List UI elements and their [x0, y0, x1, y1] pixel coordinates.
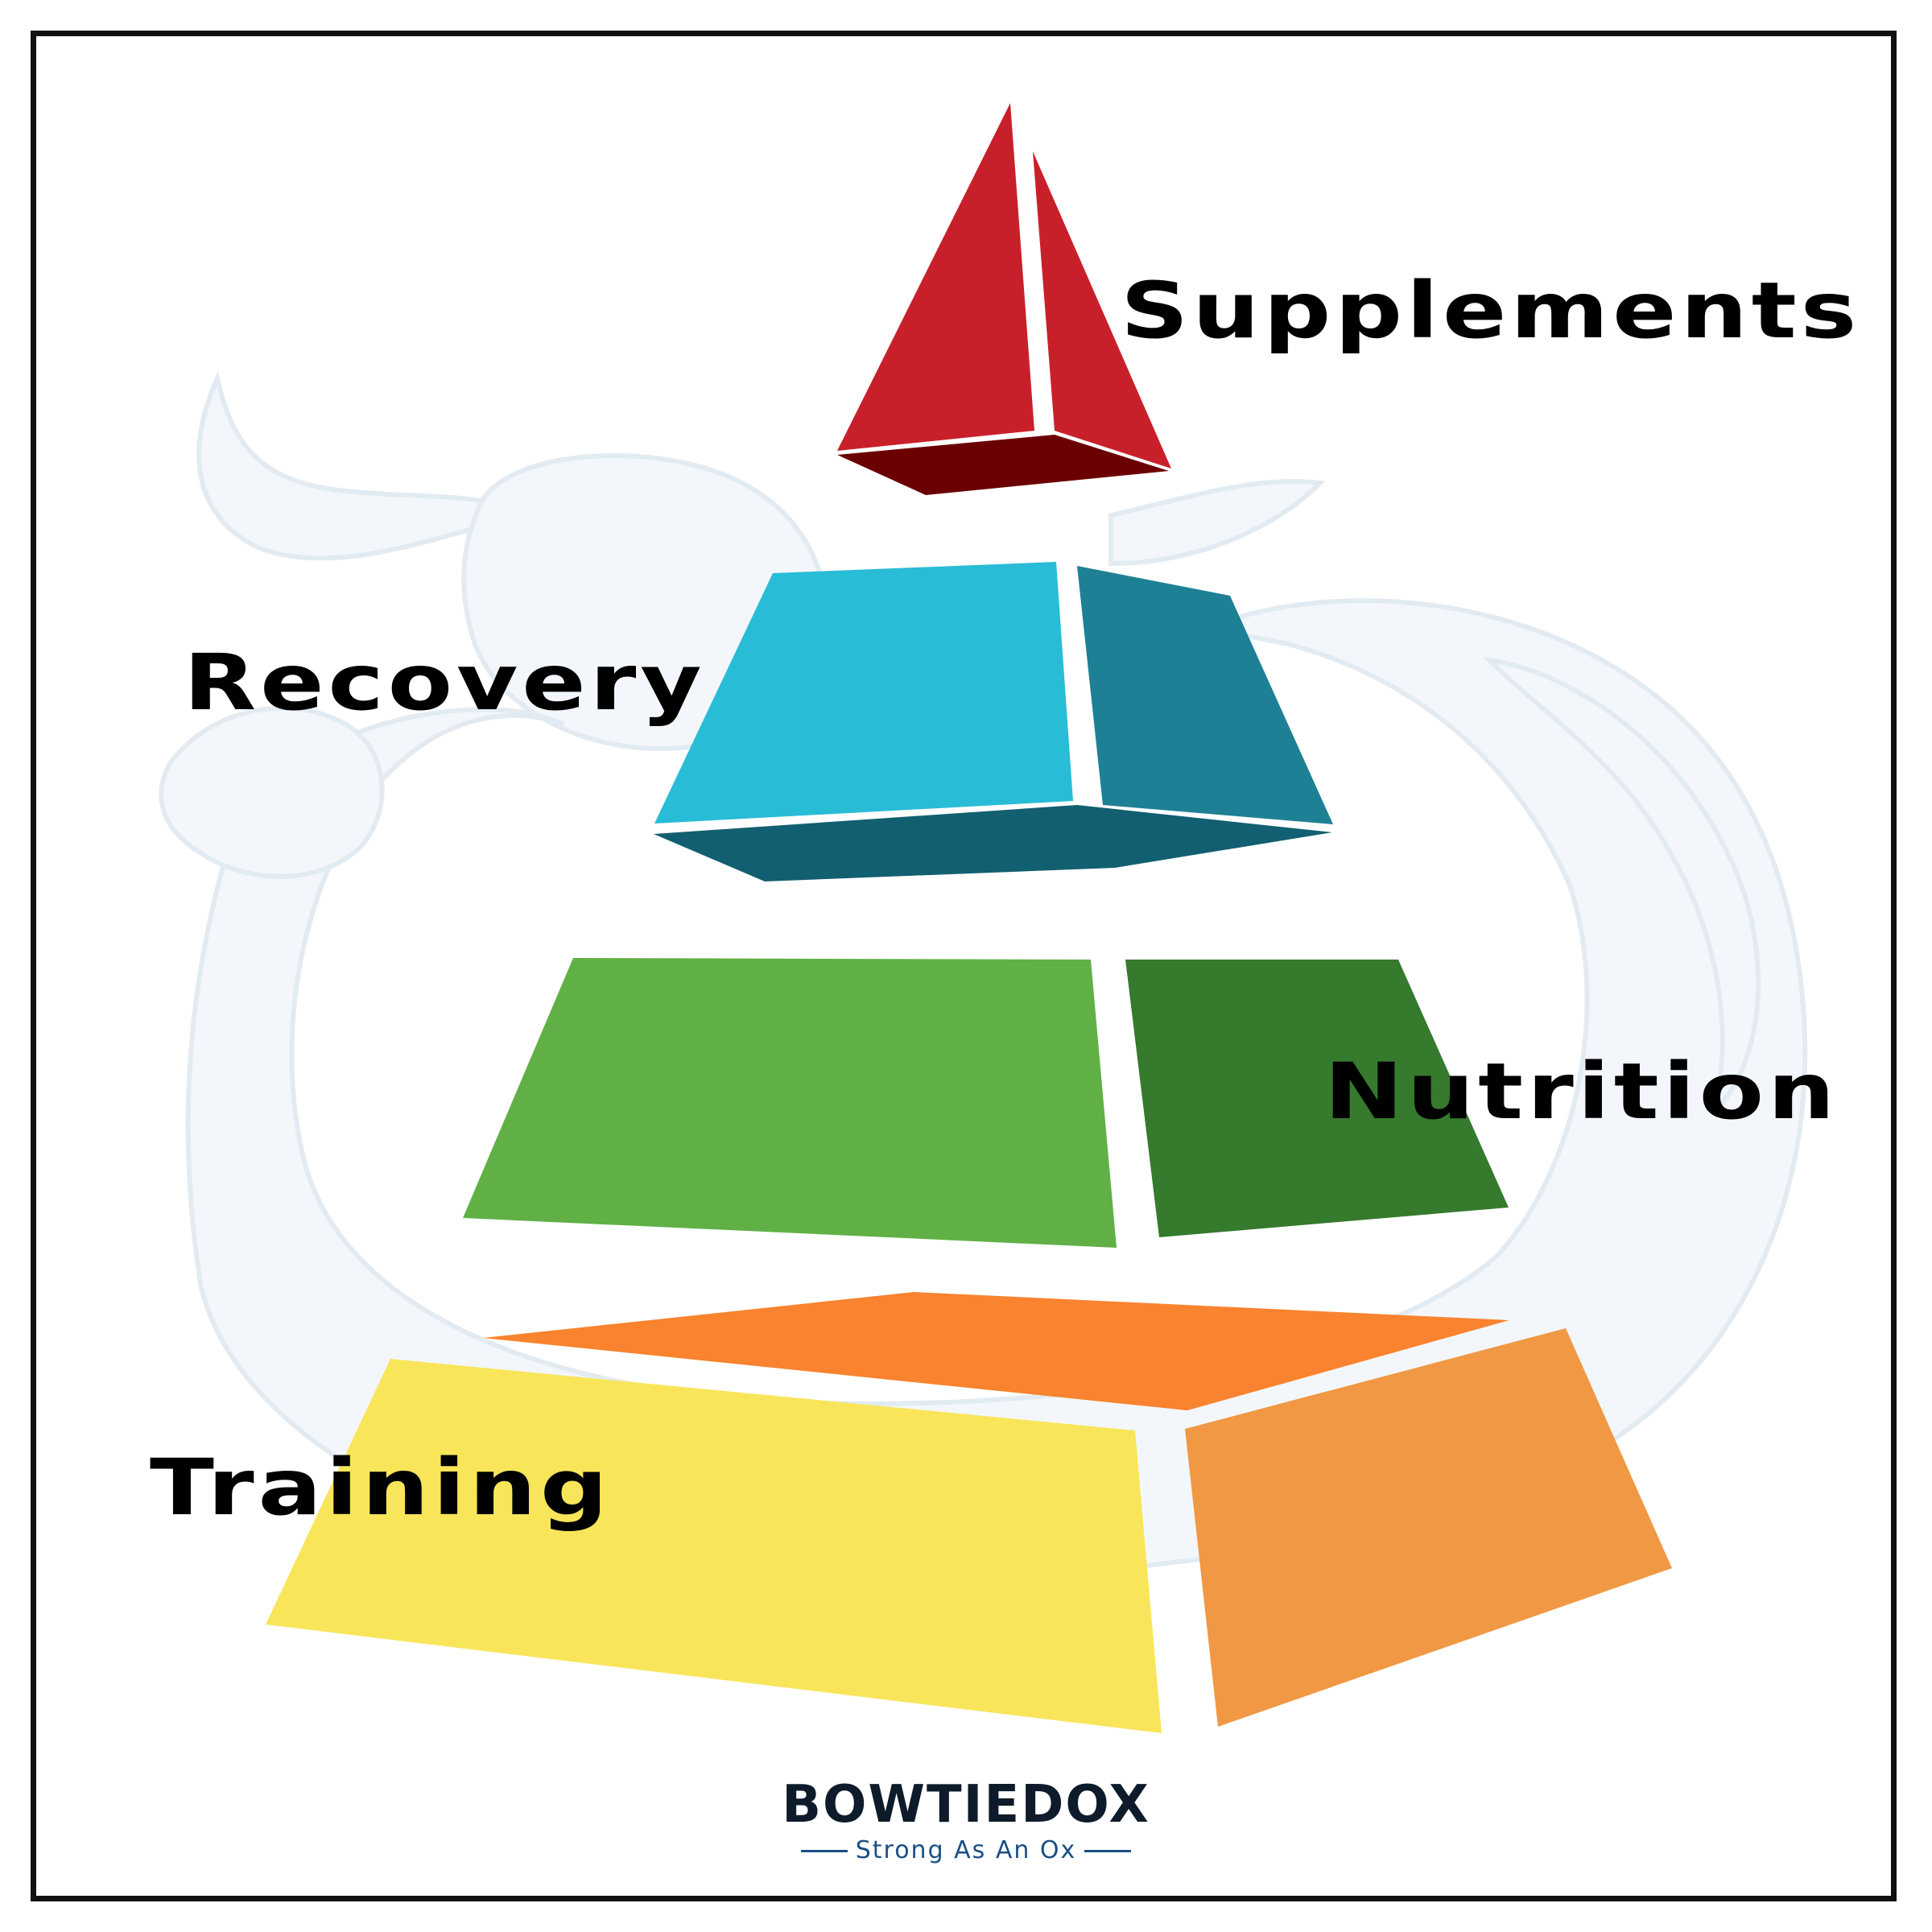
- tier-supplements: [837, 103, 1171, 495]
- tier-recovery: [654, 562, 1333, 881]
- brand-logo: BOWTIEDOX Strong As An Ox: [724, 1779, 1208, 1863]
- brand-tagline: Strong As An Ox: [855, 1836, 1077, 1864]
- brand-tagline-row: Strong As An Ox: [724, 1839, 1208, 1863]
- tier-training: [266, 1292, 1672, 1733]
- label-training: Training: [150, 1443, 612, 1533]
- supplements-front-face: [837, 103, 1034, 451]
- supplements-side-face: [1033, 151, 1171, 469]
- tagline-rule-left: [800, 1849, 848, 1852]
- border-frame: [31, 31, 1897, 1901]
- tier-nutrition: [463, 958, 1509, 1248]
- recovery-front-face: [654, 562, 1073, 824]
- tagline-rule-right: [1084, 1849, 1132, 1852]
- label-recovery: Recovery: [184, 638, 706, 728]
- brand-name: BOWTIEDOX: [782, 1775, 1150, 1835]
- training-front-face: [266, 1359, 1162, 1733]
- nutrition-front-face: [463, 958, 1117, 1248]
- label-supplements: Supplements: [1121, 266, 1861, 356]
- label-nutrition: Nutrition: [1324, 1046, 1839, 1137]
- supplements-base-face: [837, 435, 1169, 495]
- recovery-base-face: [654, 805, 1332, 881]
- training-side-face: [1185, 1328, 1672, 1727]
- recovery-side-face: [1077, 566, 1333, 824]
- nutrition-side-face: [1125, 960, 1509, 1237]
- training-top-face: [483, 1292, 1509, 1410]
